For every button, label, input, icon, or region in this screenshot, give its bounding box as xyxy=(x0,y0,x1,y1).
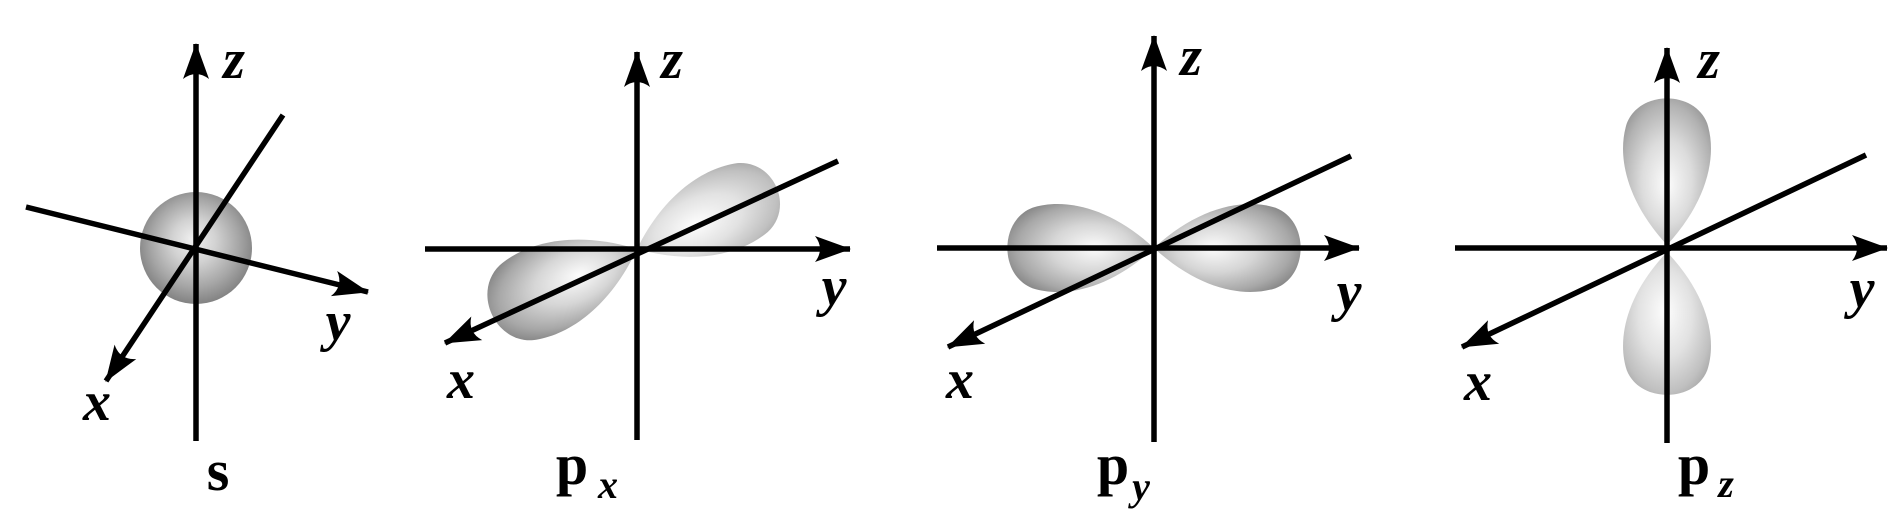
x-axis-line xyxy=(443,158,840,346)
x-axis-label: x xyxy=(82,371,111,433)
z-axis-label: z xyxy=(1178,26,1202,88)
x-axis-label: x xyxy=(1463,351,1492,413)
y-axis-label: y xyxy=(816,256,848,318)
y-axis-line xyxy=(25,204,369,297)
y-axis-label: y xyxy=(1844,258,1876,320)
x-axis-line xyxy=(1460,152,1868,350)
orbital-subscript-x: x xyxy=(597,462,618,507)
z-axis-label: z xyxy=(221,29,245,91)
orbital-subscript-y: y xyxy=(1128,464,1150,509)
orbital-name-p: p xyxy=(556,432,588,497)
x-axis-line xyxy=(946,153,1353,350)
orbital-name-s: s xyxy=(207,438,230,503)
orbital-subscript-z: z xyxy=(1716,461,1734,506)
x-axis-label: x xyxy=(945,349,974,411)
panel-pz: z y x p z xyxy=(1455,29,1888,506)
z-axis-label: z xyxy=(1696,29,1720,91)
z-axis-label: z xyxy=(659,29,683,91)
panel-s: z y x s xyxy=(25,29,369,503)
panel-py: z y x p y xyxy=(937,26,1363,509)
orbital-name-p: p xyxy=(1097,432,1129,497)
y-axis-label: y xyxy=(320,291,352,353)
px-lobe-lower-left xyxy=(487,239,637,341)
y-axis-label: y xyxy=(1331,261,1363,323)
x-axis-line xyxy=(103,113,286,383)
panel-px: z y x p x xyxy=(425,29,851,507)
px-lobe-upper-right xyxy=(637,163,780,257)
orbital-name-p: p xyxy=(1678,432,1710,497)
x-axis-label: x xyxy=(446,349,475,411)
